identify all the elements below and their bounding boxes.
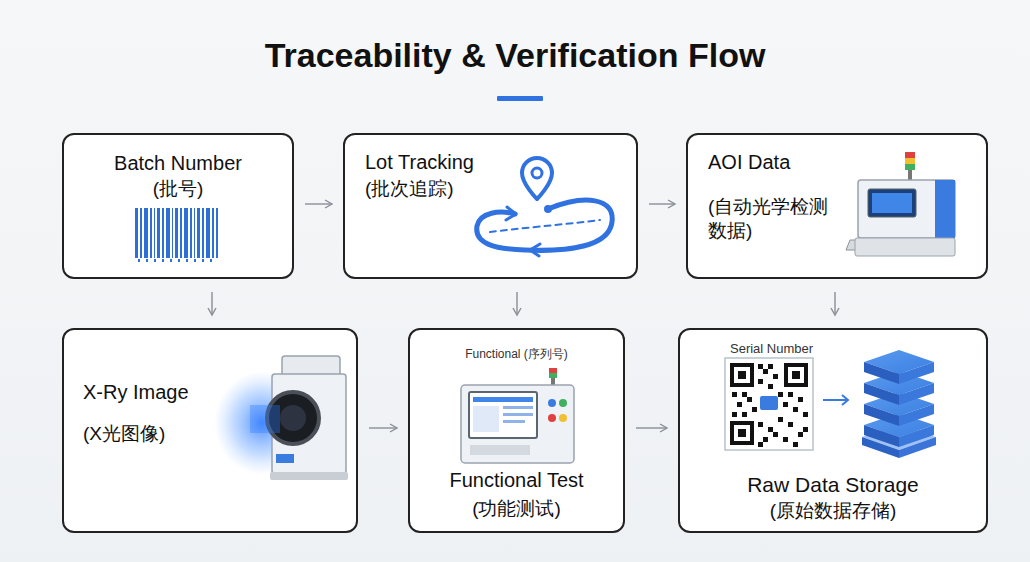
- box-heading: Serial Number: [730, 341, 880, 357]
- box-subtitle: (批号): [64, 177, 292, 201]
- flow-arrow: [834, 292, 835, 315]
- process-box: X-Ry Image (X光图像): [62, 328, 358, 533]
- box-heading: Functional (序列号): [410, 347, 623, 362]
- box-heading: Batch Number: [64, 151, 292, 176]
- flow-arrow: [636, 427, 667, 428]
- process-box: Batch Number(批号): [62, 133, 294, 279]
- box-subtitle: (自动光学检测 数据): [708, 195, 848, 243]
- diagram-title: Traceability & Verification Flow: [0, 36, 1030, 75]
- process-box: Functional (序列号) Functional Test (功能测试): [408, 328, 625, 533]
- flow-arrow: [211, 292, 212, 315]
- process-box: AOI Data (自动光学检测 数据): [686, 133, 988, 279]
- flow-arrow: [305, 203, 332, 204]
- process-box: Serial NumberRaw Data Storage(原始数据存储): [678, 328, 988, 533]
- title-underline: [497, 96, 543, 101]
- process-box: Lot Tracking(批次追踪): [343, 133, 638, 279]
- flow-arrow: [516, 292, 517, 315]
- box-subtitle: Functional Test: [410, 468, 623, 493]
- flow-arrow: [369, 427, 397, 428]
- box-subtitle: (功能测试): [410, 497, 623, 521]
- box-subtitle: (原始数据存储): [680, 499, 986, 523]
- flow-arrow: [649, 203, 675, 204]
- box-heading: AOI Data: [708, 150, 858, 175]
- box-heading: Lot Tracking: [365, 150, 565, 175]
- box-subtitle: (批次追踪): [365, 177, 565, 201]
- box-subtitle: (X光图像): [83, 422, 253, 446]
- box-subtitle: Raw Data Storage: [680, 472, 986, 498]
- box-heading: X-Ry Image: [83, 380, 253, 405]
